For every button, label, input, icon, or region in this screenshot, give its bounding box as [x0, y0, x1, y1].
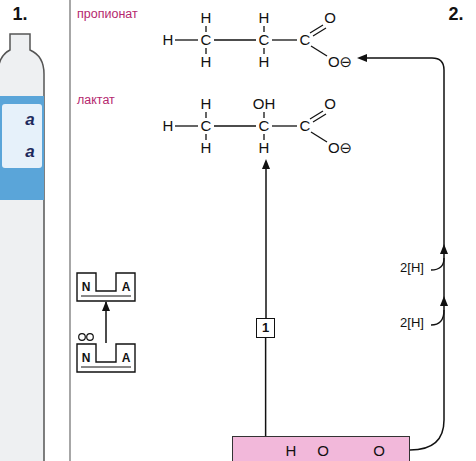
compound-name: пропионат: [77, 7, 138, 21]
bond: [263, 134, 264, 140]
atom-symbol: O: [324, 95, 336, 112]
bottle-label-panel: [2, 104, 42, 168]
atom-symbol: H: [201, 53, 212, 70]
propionate-bonds: [175, 25, 327, 56]
bond: [263, 26, 264, 32]
bond: [263, 48, 264, 54]
atom-symbol: H: [201, 95, 212, 112]
atom-symbol: H: [163, 117, 174, 134]
atom-symbol: H: [201, 9, 212, 26]
hydrogen-join: [431, 310, 444, 325]
hydrogen-label: 2[H]: [400, 261, 424, 276]
reaction-arrow: [366, 58, 444, 450]
coenzyme-letter: A: [122, 280, 131, 294]
atom-symbol: O: [317, 442, 329, 460]
atom-symbol: C: [201, 31, 212, 48]
coenzyme-outline: [77, 273, 135, 301]
reaction-connector: [105, 302, 107, 343]
bond: [311, 46, 327, 56]
atom-symbol: O: [324, 9, 336, 26]
bottle-outline: [0, 34, 44, 461]
coenzyme-bridge: [81, 296, 131, 297]
atom-symbol: O: [373, 442, 385, 460]
coenzyme-outline: [77, 344, 135, 372]
atom-symbol: O⊖: [328, 139, 352, 156]
enzyme-number: 1: [262, 320, 269, 336]
atom-symbol: H: [163, 31, 174, 48]
bond: [313, 114, 326, 122]
bottle-text: а: [25, 142, 34, 162]
coenzyme-symbol: NA: [76, 343, 136, 373]
atom-symbol: C: [201, 117, 212, 134]
bond: [272, 125, 297, 126]
bottle-label: [0, 96, 44, 200]
bond: [175, 125, 198, 126]
atom-symbol: H: [259, 53, 270, 70]
separator-line: [69, 0, 70, 461]
atom-symbol: C: [259, 117, 270, 134]
bond: [205, 48, 206, 54]
bond: [311, 132, 327, 142]
atom-symbol: H: [286, 442, 297, 460]
bottle-text: а: [25, 110, 34, 130]
electron-dot: [87, 334, 94, 341]
atom-symbol: H: [259, 139, 270, 156]
coenzyme-letter: N: [82, 280, 91, 294]
arrow-head: [440, 244, 448, 254]
hydrogen-label: 2[H]: [400, 316, 424, 331]
bond: [313, 28, 326, 36]
atom-symbol: H: [259, 9, 270, 26]
atom-symbol: O⊖: [328, 53, 352, 70]
bond: [205, 26, 206, 32]
substrate-box: HOO: [232, 436, 410, 461]
arrow-head: [357, 54, 367, 62]
figure-number: 2.: [448, 4, 463, 25]
coenzyme-letter: A: [122, 351, 131, 365]
arrow-head: [440, 296, 448, 306]
enzyme-box: 1: [256, 318, 275, 338]
atom-symbol: C: [259, 31, 270, 48]
compound-name: лактат: [77, 93, 115, 107]
coenzyme-symbol: NA: [76, 272, 136, 302]
atom-symbol: H: [201, 139, 212, 156]
electron-dot: [79, 334, 86, 341]
coenzyme-bridge: [81, 367, 131, 368]
figure-number: 1.: [12, 4, 27, 25]
bond: [214, 39, 256, 40]
reaction-connector: [265, 338, 267, 436]
coenzyme-letter: N: [82, 351, 91, 365]
reaction-arrow: [265, 166, 267, 322]
bond: [272, 39, 297, 40]
bond: [214, 125, 256, 126]
atom-symbol: C: [300, 31, 311, 48]
arrow-head: [262, 159, 270, 169]
hydrogen-join: [431, 258, 444, 270]
atom-symbol: C: [300, 117, 311, 134]
lactate-bonds: [175, 111, 327, 142]
bond: [205, 112, 206, 118]
bond: [175, 39, 198, 40]
atom-symbol: OH: [253, 95, 276, 112]
bond: [205, 134, 206, 140]
bond: [263, 112, 264, 118]
